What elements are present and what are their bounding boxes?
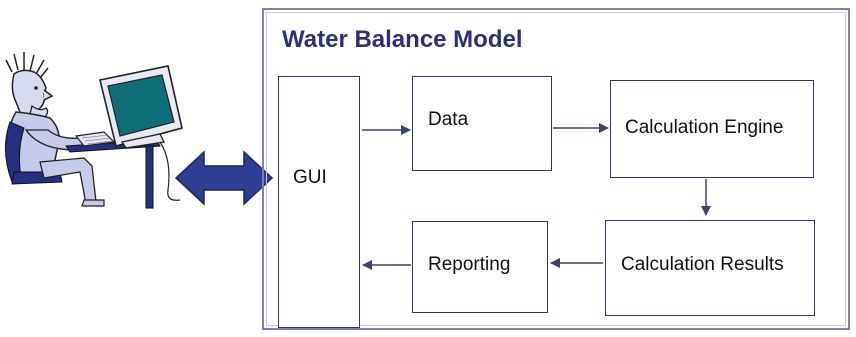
node-gui-label: GUI (293, 167, 327, 188)
double-arrow-icon (174, 150, 274, 206)
node-data: Data (412, 76, 552, 171)
model-title: Water Balance Model (282, 26, 523, 53)
water-balance-model-frame (262, 8, 850, 330)
node-calculation-results: Calculation Results (605, 220, 815, 316)
node-calculation-results-label: Calculation Results (621, 254, 784, 275)
person-at-computer-icon (5, 52, 183, 209)
node-reporting-label: Reporting (428, 254, 511, 275)
node-calculation-engine-label: Calculation Engine (625, 117, 784, 138)
node-calculation-engine: Calculation Engine (610, 80, 814, 178)
node-gui: GUI (278, 76, 360, 328)
node-reporting: Reporting (412, 221, 548, 313)
node-data-label: Data (428, 109, 469, 130)
